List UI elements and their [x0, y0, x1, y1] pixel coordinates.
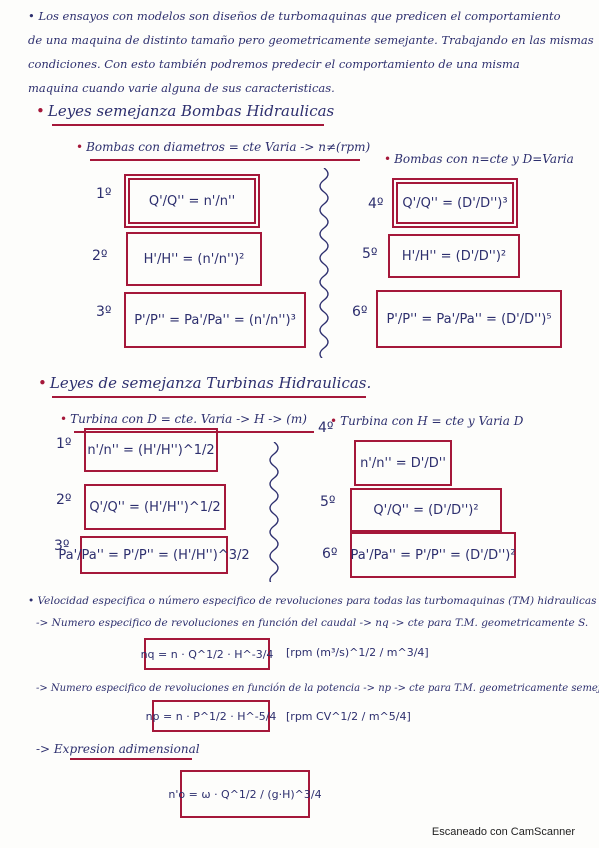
equation: H'/H'' = (D'/D'')²: [401, 248, 507, 264]
equation: Pa'/Pa'' = P'/P'' = (D'/D'')²: [350, 547, 516, 563]
equation-box: H'/H'' = (n'/n'')²: [126, 232, 262, 286]
equation-box: np = n · P^1/2 · H^-5/4: [146, 700, 276, 732]
equation: Q'/Q'' = (H'/H'')^1/2: [89, 499, 221, 515]
equation-number: 2º: [56, 492, 72, 508]
intro-line: maquina cuando varie alguna de sus carac…: [28, 81, 335, 95]
subheading-bombas-d: •Bombas con diametros = cte Varia -> n≠(…: [76, 140, 371, 154]
equation-box: Pa'/Pa'' = P'/P'' = (D'/D'')²: [350, 532, 516, 578]
equation-box: Pa'/Pa'' = P'/P'' = (H'/H'')^3/2: [58, 536, 250, 574]
bullet-icon: •: [330, 414, 338, 428]
equation: P'/P'' = Pa'/Pa'' = (n'/n'')³: [134, 312, 296, 328]
unit-label: [rpm CV^1/2 / m^5/4]: [286, 710, 411, 723]
equation-box: n'/n'' = D'/D'': [354, 440, 452, 486]
equation: H'/H'' = (n'/n'')²: [143, 251, 245, 267]
section-heading-turbinas: •Leyes de semejanza Turbinas Hidraulicas…: [38, 374, 372, 392]
equation: n'o = ω · Q^1/2 / (g·H)^3/4: [168, 787, 322, 801]
bullet-icon: •: [384, 152, 392, 166]
velocidad-line: -> Numero especifico de revoluciones en …: [36, 683, 599, 694]
intro-line: • Los ensayos con modelos son diseños de…: [28, 9, 561, 23]
equation-box: P'/P'' = Pa'/Pa'' = (n'/n'')³: [124, 292, 306, 348]
equation: Q'/Q'' = (D'/D'')³: [402, 195, 508, 211]
subheading-underline: [74, 431, 314, 433]
equation: n'/n'' = D'/D'': [360, 455, 446, 471]
equation: Q'/Q'' = n'/n'': [148, 193, 236, 209]
subheading-underline: [90, 159, 360, 161]
bullet-icon: •: [76, 140, 84, 154]
wavy-divider: [269, 442, 279, 582]
bullet-icon: •: [38, 374, 47, 392]
intro-line: condiciones. Con esto también podremos p…: [28, 57, 520, 71]
heading-underline: [52, 396, 366, 398]
equation-number: 3º: [54, 538, 70, 554]
velocidad-line: -> Numero especifico de revoluciones en …: [36, 617, 589, 629]
equation-box: n'/n'' = (H'/H'')^1/2: [84, 428, 218, 472]
unit-label: [rpm (m³/s)^1/2 / m^3/4]: [286, 646, 429, 659]
velocidad-line: • Velocidad especifica o número especifi…: [28, 595, 597, 607]
velocidad-line: -> Expresion adimensional: [36, 742, 200, 756]
equation-box: Q'/Q'' = (D'/D'')³: [396, 182, 514, 224]
wavy-divider: [319, 168, 329, 358]
equation-number: 6º: [352, 304, 368, 320]
equation-number: 1º: [96, 186, 112, 202]
equation: np = n · P^1/2 · H^-5/4: [145, 709, 277, 723]
equation-box: P'/P'' = Pa'/Pa'' = (D'/D'')⁵: [376, 290, 562, 348]
bullet-icon: •: [60, 412, 68, 426]
equation: P'/P'' = Pa'/Pa'' = (D'/D'')⁵: [386, 311, 552, 327]
equation: Q'/Q'' = (D'/D'')²: [373, 502, 479, 518]
intro-line: de una maquina de distinto tamaño pero g…: [28, 33, 594, 47]
equation-number: 6º: [322, 546, 338, 562]
equation-box: nq = n · Q^1/2 · H^-3/4: [141, 638, 273, 670]
equation-number: 5º: [320, 494, 336, 510]
equation-box: Q'/Q'' = n'/n'': [128, 178, 256, 224]
equation: Pa'/Pa'' = P'/P'' = (H'/H'')^3/2: [58, 547, 250, 563]
equation-number: 4º: [318, 420, 334, 436]
equation-number: 3º: [96, 304, 112, 320]
equation-box: n'o = ω · Q^1/2 / (g·H)^3/4: [168, 770, 322, 818]
equation-number: 1º: [56, 436, 72, 452]
subheading-bombas-n: •Bombas con n=cte y D=Varia: [384, 152, 574, 166]
equation-box: H'/H'' = (D'/D'')²: [388, 234, 520, 278]
scanner-stamp: Escaneado con CamScanner: [431, 826, 575, 838]
equation-box: Q'/Q'' = (D'/D'')²: [350, 488, 502, 532]
equation-box: Q'/Q'' = (H'/H'')^1/2: [84, 484, 226, 530]
equation: n'/n'' = (H'/H'')^1/2: [87, 442, 215, 458]
equation-number: 2º: [92, 248, 108, 264]
heading-underline: [52, 124, 324, 126]
equation-number: 5º: [362, 246, 378, 262]
section-heading-bombas: •Leyes semejanza Bombas Hidraulicas: [36, 102, 335, 120]
subheading-underline: [70, 758, 192, 760]
subheading-turbinas-d: •Turbina con D = cte. Varia -> H -> (m): [60, 412, 307, 426]
equation: nq = n · Q^1/2 · H^-3/4: [140, 647, 274, 661]
intro-paragraph: • Los ensayos con modelos son diseños de…: [28, 4, 594, 100]
equation-number: 4º: [368, 196, 384, 212]
bullet-icon: •: [36, 102, 45, 120]
subheading-turbinas-h: •Turbina con H = cte y Varia D: [330, 414, 524, 428]
